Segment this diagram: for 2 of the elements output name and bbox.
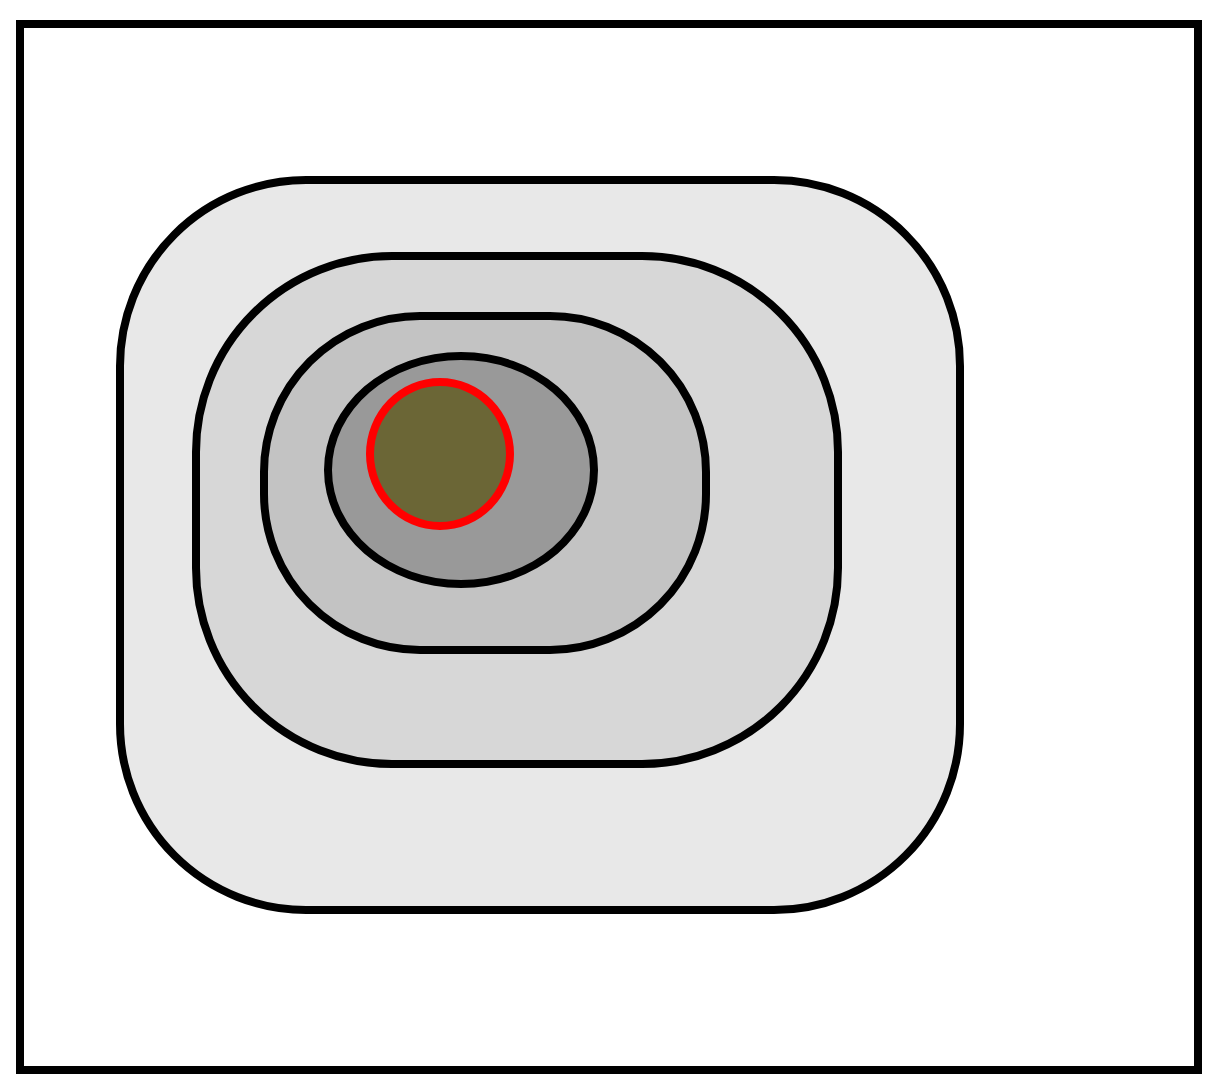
outer-frame [16,20,1202,1074]
outer-rounded-region [116,176,964,914]
